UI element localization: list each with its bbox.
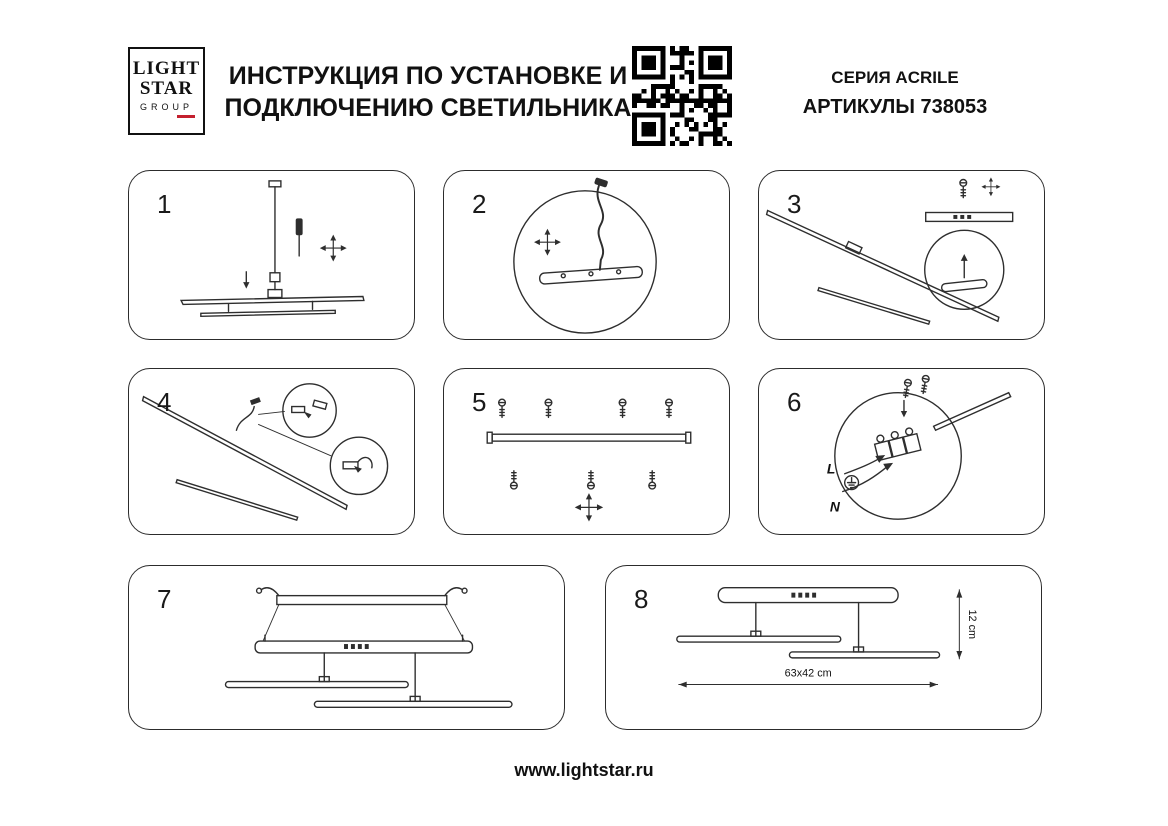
step-panel-8: 8 63x42 cm 12 cm (605, 565, 1042, 730)
dimension-width-label: 63x42 cm (785, 668, 832, 680)
step-panel-5: 5 (443, 368, 730, 535)
diagram-step-7-canopy-assembly (224, 587, 513, 708)
diagram-step-4-connector-detail (141, 383, 389, 522)
step-panel-1: 1 (128, 170, 415, 340)
step-number: 8 (634, 584, 649, 614)
logo-line-group: GROUP (139, 102, 193, 112)
step-panel-4: 4 (128, 368, 415, 535)
diagram-step-5-screw-positions (486, 398, 692, 523)
logo-line-star: STAR (139, 78, 194, 99)
diagram-step-2-cable-detail (513, 177, 657, 334)
diagram-step-8-final-dimensions: 63x42 cm 12 cm (676, 587, 978, 688)
wire-label-n: N (830, 498, 841, 514)
step-number: 6 (787, 387, 802, 417)
dimension-height-label: 12 cm (966, 609, 978, 639)
step-number: 7 (157, 584, 172, 614)
step-number: 4 (157, 387, 172, 417)
logo-red-accent (177, 115, 195, 118)
lightstar-logo: LIGHT STAR GROUP (128, 47, 205, 135)
series-label: СЕРИЯ ACRILE (831, 68, 959, 87)
step-panel-3: 3 (758, 170, 1045, 340)
step-panel-2: 2 (443, 170, 730, 340)
diagram-step-6-wiring: L N (827, 374, 1012, 520)
wire-label-l: L (827, 461, 835, 477)
diagram-step-1-rod-mounting (179, 180, 365, 317)
articles-label: АРТИКУЛЫ 738053 (802, 96, 988, 118)
diagram-step-3-bracket-mounting (765, 176, 1014, 326)
step-number: 5 (472, 387, 487, 417)
step-number: 3 (787, 189, 802, 219)
step-panel-7: 7 (128, 565, 565, 730)
qr-code (632, 46, 732, 146)
step-panel-6: 6 L N (758, 368, 1045, 535)
logo-line-light: LIGHT (132, 58, 201, 79)
website-url: www.lightstar.ru (514, 760, 654, 780)
page-title: ИНСТРУКЦИЯ ПО УСТАНОВКЕ И ПОДКЛЮЧЕНИЮ СВ… (224, 62, 632, 122)
step-number: 2 (472, 189, 487, 219)
step-number: 1 (157, 189, 172, 219)
